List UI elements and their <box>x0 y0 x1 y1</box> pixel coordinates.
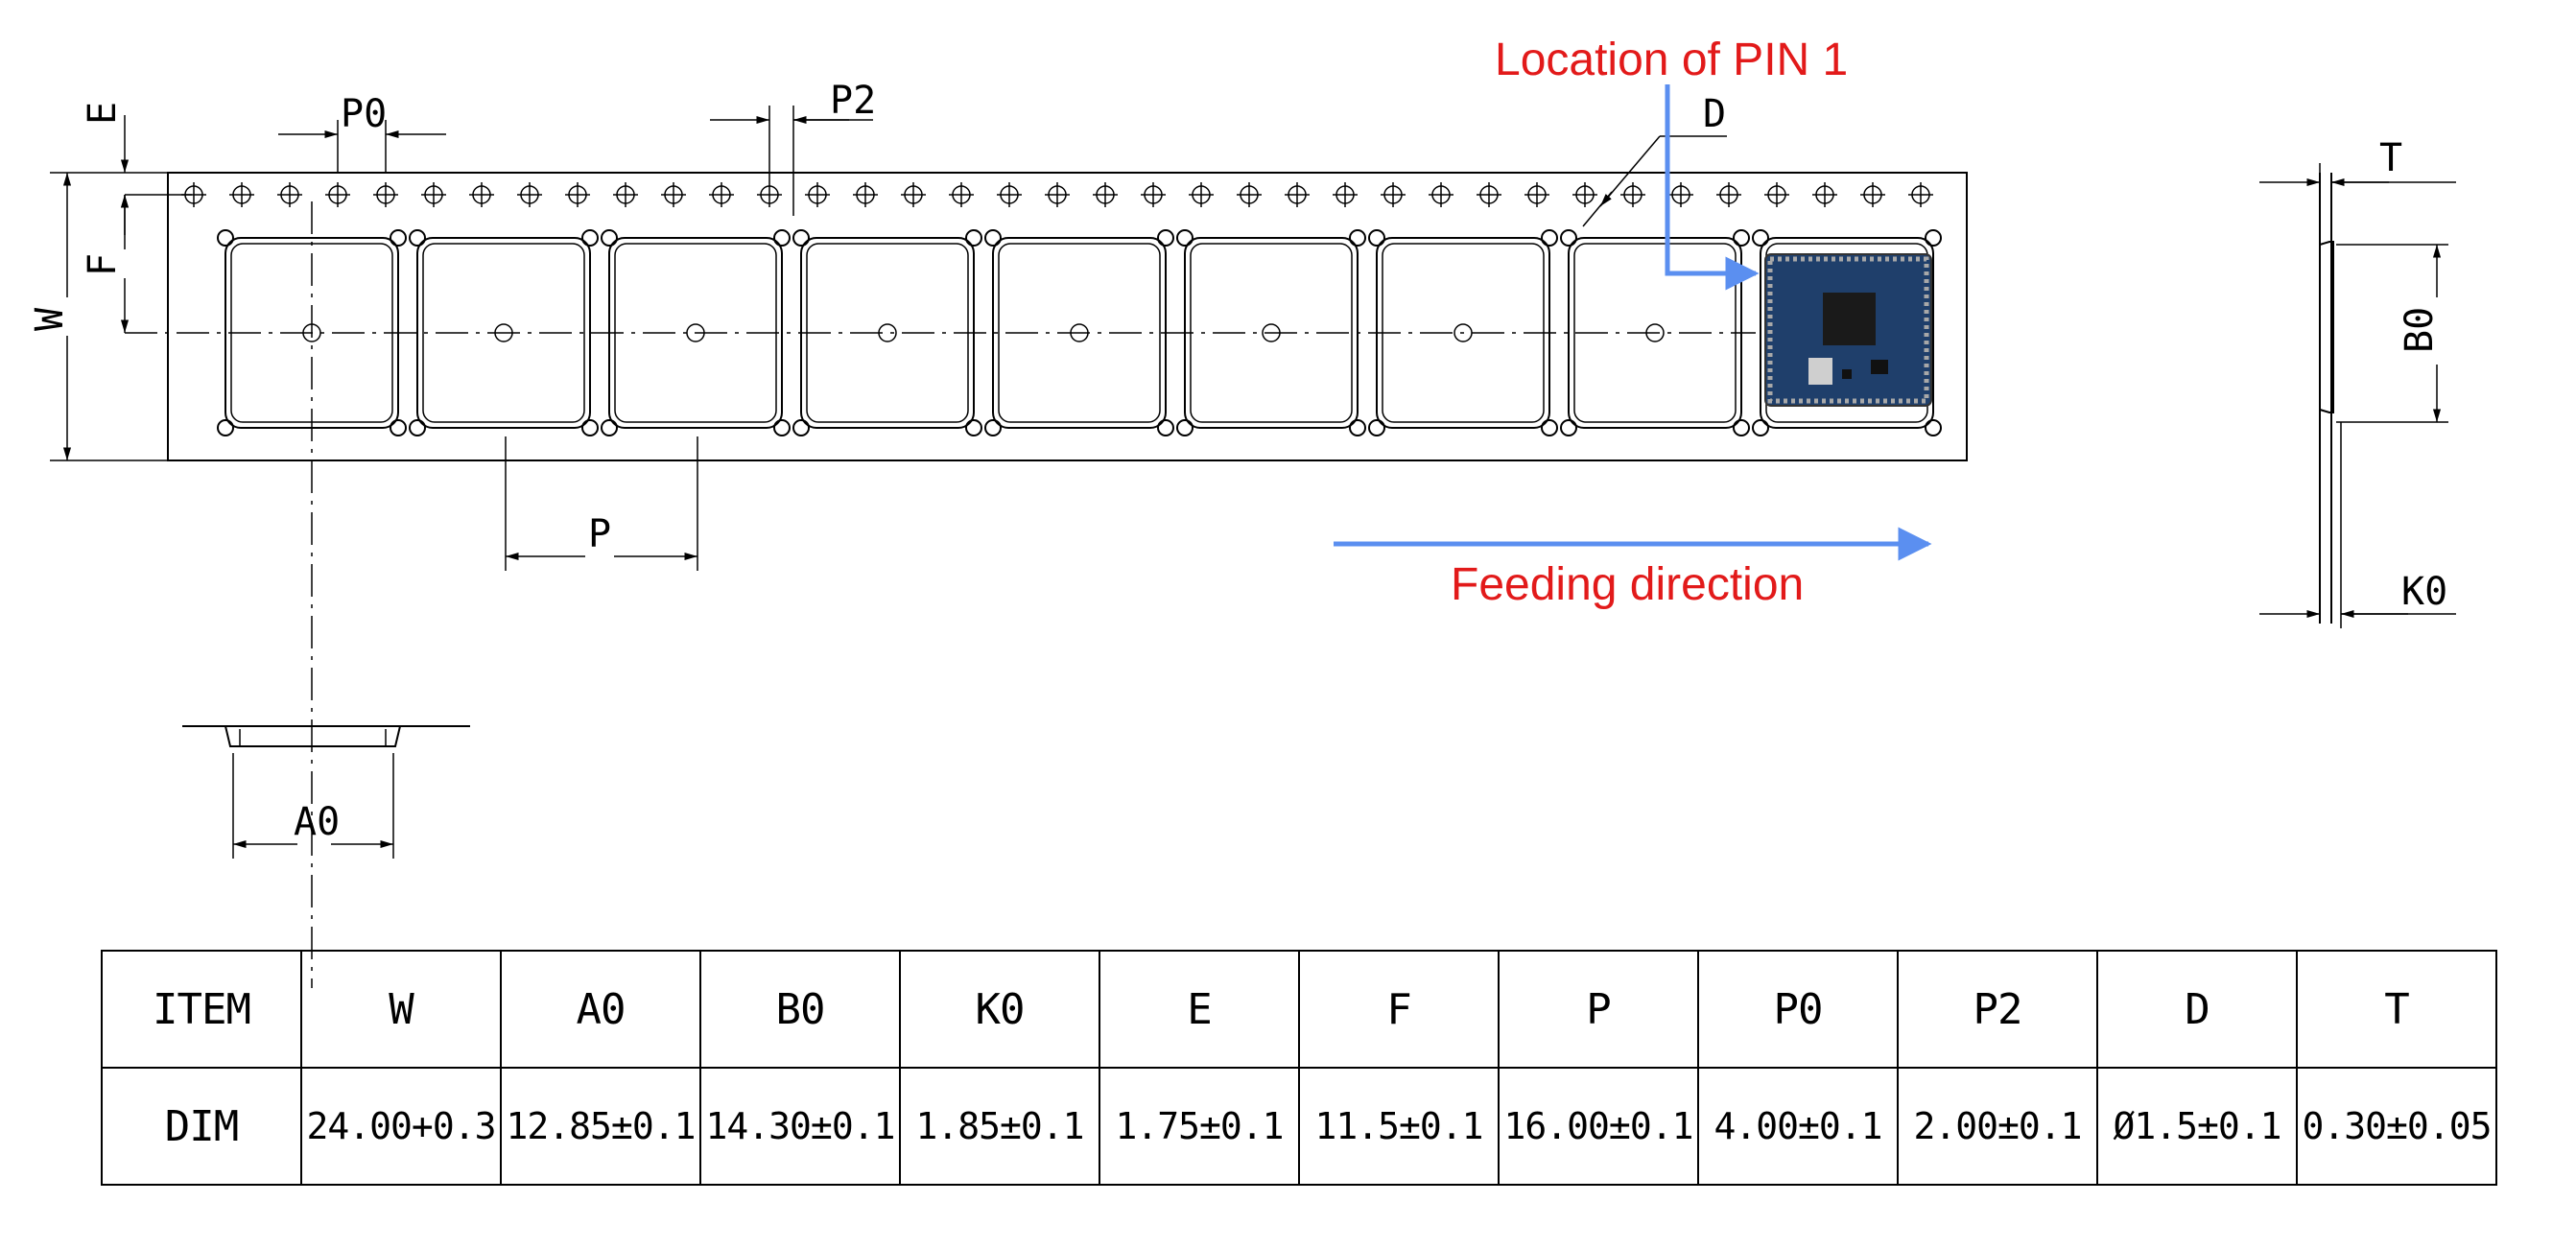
sprocket-hole <box>325 182 350 207</box>
module-chip <box>1764 253 1932 407</box>
table-cell: 2.00±0.1 <box>1897 1067 2098 1186</box>
feed-label: Feeding direction <box>1451 559 1804 610</box>
sprocket-hole <box>277 182 302 207</box>
table-cell: 16.00±0.1 <box>1498 1067 1699 1186</box>
table-cell: P0 <box>1697 950 1899 1069</box>
feed-annotation: Feeding direction <box>1334 527 1932 610</box>
table-cell: 1.85±0.1 <box>899 1067 1100 1186</box>
sprocket-hole <box>373 182 398 207</box>
sprocket-hole <box>949 182 974 207</box>
sprocket-hole <box>853 182 878 207</box>
sprocket-hole <box>1668 182 1693 207</box>
dim-E: E <box>81 102 192 235</box>
sprocket-hole <box>1429 182 1453 207</box>
sprocket-hole <box>997 182 1022 207</box>
sprocket-hole <box>1860 182 1885 207</box>
table-cell: W <box>300 950 502 1069</box>
side-view: B0 T K0 <box>2259 136 2456 628</box>
table-header-row: ITEM W A0 B0 K0 E F P P0 P2 D T <box>101 950 2497 1069</box>
pin1-annotation: Location of PIN 1 <box>1495 35 1848 291</box>
sprocket-hole <box>1381 182 1406 207</box>
sprocket-hole <box>757 182 782 207</box>
dim-P: P <box>505 436 698 571</box>
table-cell: 14.30±0.1 <box>699 1067 901 1186</box>
sprocket-hole <box>1333 182 1358 207</box>
sprocket-hole <box>613 182 638 207</box>
sprocket-hole <box>1908 182 1933 207</box>
sprocket-hole <box>1045 182 1070 207</box>
dim-A0: A0 <box>182 725 470 859</box>
sprocket-hole <box>229 182 254 207</box>
dim-label-B0: B0 <box>2398 307 2442 353</box>
dim-P2: P2 <box>710 79 876 216</box>
table-cell: 11.5±0.1 <box>1298 1067 1500 1186</box>
table-cell: ITEM <box>101 950 302 1069</box>
dim-label-F: F <box>81 253 125 276</box>
table-cell: 4.00±0.1 <box>1697 1067 1899 1186</box>
dimension-table: ITEM W A0 B0 K0 E F P P0 P2 D T DIM 24.0… <box>101 950 2497 1186</box>
table-cell: T <box>2296 950 2497 1069</box>
dim-label-A0: A0 <box>294 800 340 844</box>
sprocket-hole <box>565 182 590 207</box>
table-cell: A0 <box>500 950 701 1069</box>
table-cell: P <box>1498 950 1699 1069</box>
sprocket-hole <box>1285 182 1310 207</box>
sprocket-hole <box>1716 182 1741 207</box>
pocket <box>1752 229 1942 436</box>
dim-label-K0: K0 <box>2401 570 2447 614</box>
sprocket-hole <box>517 182 542 207</box>
dim-label-P: P <box>588 512 611 556</box>
sprocket-hole <box>1477 182 1501 207</box>
dim-W: W <box>28 172 168 461</box>
table-cell: K0 <box>899 950 1100 1069</box>
sprocket-hole <box>1620 182 1645 207</box>
sprocket-holes <box>181 182 1933 207</box>
pin1-label: Location of PIN 1 <box>1495 35 1848 85</box>
sprocket-hole <box>709 182 734 207</box>
table-cell: D <box>2096 950 2298 1069</box>
sprocket-hole <box>901 182 926 207</box>
sprocket-hole <box>1141 182 1166 207</box>
sprocket-hole <box>805 182 830 207</box>
table-cell: P2 <box>1897 950 2098 1069</box>
table-cell: E <box>1099 950 1300 1069</box>
dim-P0: P0 <box>278 92 446 173</box>
dim-label-T: T <box>2379 136 2402 180</box>
table-cell: 24.00+0.3 <box>300 1067 502 1186</box>
sprocket-hole <box>1189 182 1214 207</box>
table-cell: 0.30±0.05 <box>2296 1067 2497 1186</box>
dim-D: D <box>1582 92 1727 227</box>
sprocket-hole <box>1093 182 1118 207</box>
dim-label-P0: P0 <box>341 92 387 136</box>
dim-label-P2: P2 <box>830 79 876 123</box>
dim-label-D: D <box>1703 92 1726 136</box>
sprocket-hole <box>1237 182 1262 207</box>
sprocket-hole <box>1764 182 1789 207</box>
dim-F: F <box>81 195 130 333</box>
dim-label-E: E <box>81 102 125 125</box>
dim-label-W: W <box>28 307 72 331</box>
table-cell: 1.75±0.1 <box>1099 1067 1300 1186</box>
sprocket-hole <box>1812 182 1837 207</box>
sprocket-hole <box>661 182 686 207</box>
carrier-tape <box>167 172 1968 461</box>
sprocket-hole <box>421 182 446 207</box>
table-cell: F <box>1298 950 1500 1069</box>
sprocket-hole <box>1524 182 1549 207</box>
table-row: DIM 24.00+0.3 12.85±0.1 14.30±0.1 1.85±0… <box>101 1067 2497 1186</box>
sprocket-hole <box>469 182 494 207</box>
sprocket-hole <box>1572 182 1597 207</box>
table-cell: Ø1.5±0.1 <box>2096 1067 2298 1186</box>
table-cell: DIM <box>101 1067 302 1186</box>
table-cell: B0 <box>699 950 901 1069</box>
table-cell: 12.85±0.1 <box>500 1067 701 1186</box>
